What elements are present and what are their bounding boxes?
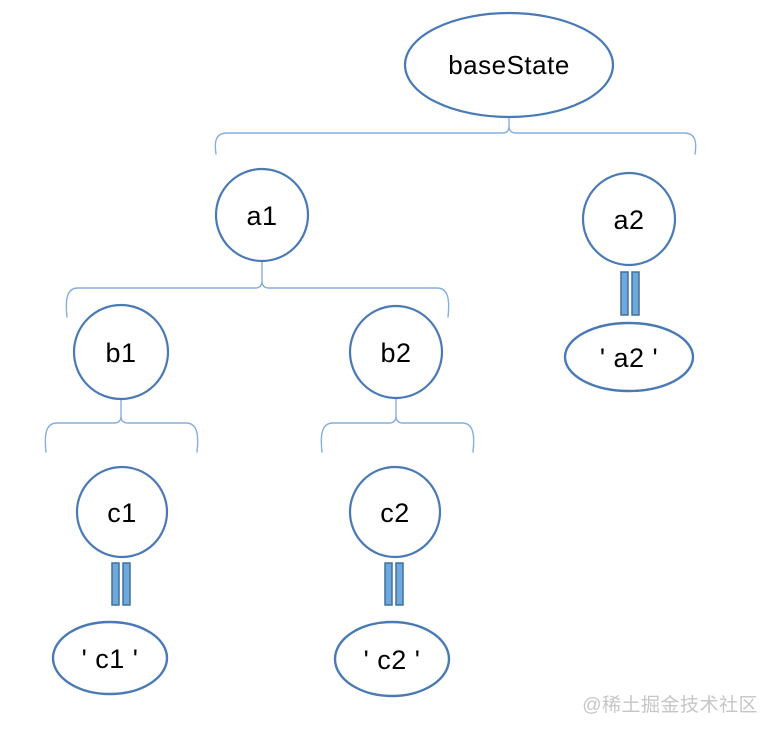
node-c1-value (51, 620, 169, 696)
equals-bar (384, 562, 393, 606)
equals-bar (111, 562, 120, 606)
equals-bar (122, 562, 131, 606)
brace-b2-children (320, 399, 475, 453)
node-a1-label: a1 (246, 201, 277, 231)
node-basestate-label: baseState (448, 50, 570, 80)
node-a2-value (563, 321, 695, 393)
node-a2-value-label: ' a2 ' (600, 343, 658, 373)
node-c1 (75, 465, 169, 559)
node-b2-label: b2 (380, 338, 411, 368)
equals-connector-c1 (111, 562, 131, 606)
node-c2-value-label: ' c2 ' (364, 645, 421, 675)
node-a2-label: a2 (613, 205, 644, 235)
node-b1-label: b1 (105, 338, 136, 368)
equals-bar (631, 271, 640, 316)
node-c2 (348, 465, 442, 559)
equals-bar (395, 562, 404, 606)
equals-connector-a2 (620, 271, 640, 316)
equals-bar (620, 271, 629, 316)
node-b1 (72, 303, 170, 401)
watermark: @稀土掘金技术社区 (582, 695, 758, 716)
brace-a1-children (65, 262, 450, 318)
node-c1-value-label: ' c1 ' (82, 644, 139, 674)
node-a2 (581, 171, 677, 267)
node-c2-value (333, 620, 451, 698)
node-basestate (403, 11, 615, 119)
brace-basestate-children (214, 117, 697, 155)
node-c2-label: c2 (380, 498, 410, 528)
brace-b1-children (44, 399, 199, 453)
node-b2 (348, 304, 444, 400)
equals-connector-c2 (384, 562, 404, 606)
node-c1-label: c1 (107, 498, 137, 528)
node-a1 (214, 167, 310, 263)
